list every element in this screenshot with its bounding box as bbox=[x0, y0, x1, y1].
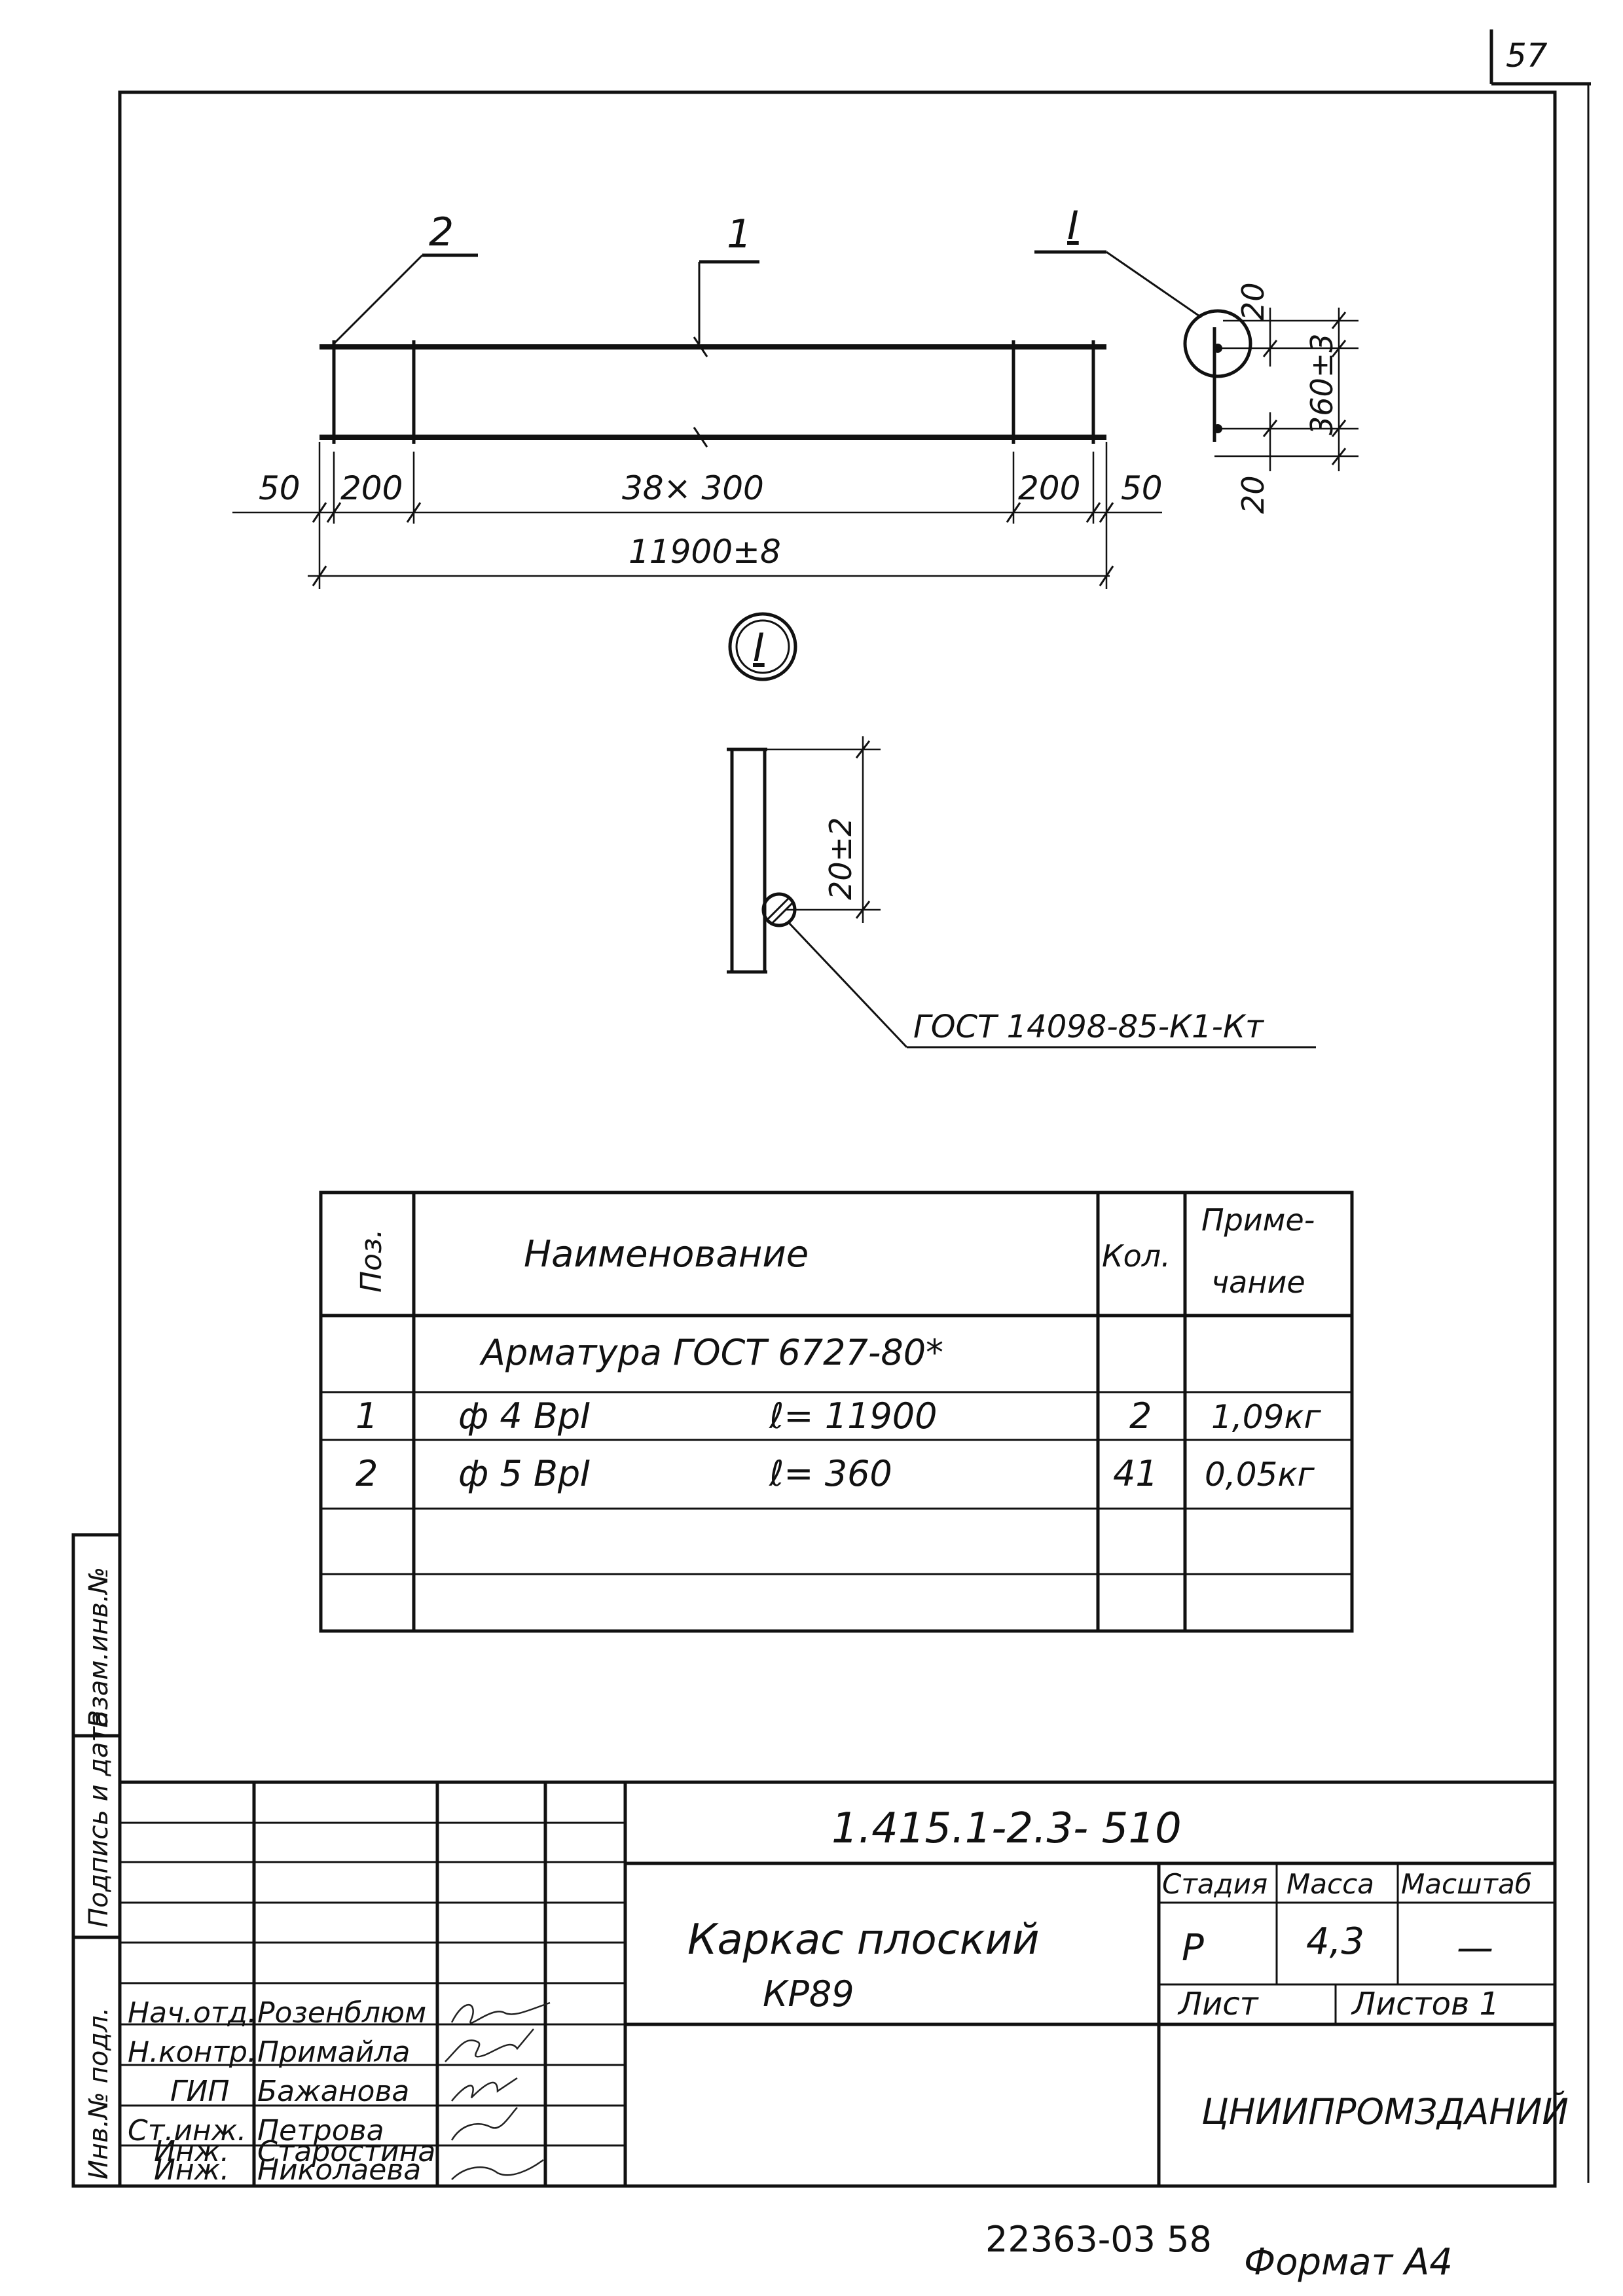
dim-section-bottom: 20 bbox=[1235, 475, 1271, 514]
doc-code: 1.415.1-2.3- 510 bbox=[831, 1804, 1182, 1853]
row-2-note: 0,05кг bbox=[1205, 1456, 1315, 1494]
staff-role-1: Нач.отд. bbox=[128, 1996, 257, 2030]
header-note-2: чание bbox=[1211, 1265, 1305, 1300]
spec-table: Поз. Наименование Кол. Приме- чание Арма… bbox=[319, 1191, 1354, 1633]
stage-header: Стадия bbox=[1162, 1868, 1267, 1900]
staff-role-5-text: Инж. bbox=[154, 2135, 229, 2168]
callout-position-2: 2 bbox=[333, 209, 478, 345]
callout-1-label: 1 bbox=[727, 211, 752, 257]
detail-label: I bbox=[753, 625, 765, 671]
scale-value: — bbox=[1457, 1927, 1493, 1969]
header-qty: Кол. bbox=[1102, 1238, 1171, 1274]
staff-role-3: ГИП bbox=[170, 2075, 230, 2108]
side-stamp-signature-date: Подпись и дата bbox=[84, 1711, 114, 1928]
callout-2-label: 2 bbox=[429, 209, 454, 255]
side-stamp-replacement: Взам.инв.№ bbox=[84, 1567, 114, 1728]
callout-position-1: 1 bbox=[698, 211, 759, 344]
row-2-length: ℓ= 360 bbox=[769, 1453, 892, 1494]
dim-section-height: 360±3 bbox=[1304, 333, 1340, 435]
staff-name-1: Розенблюм bbox=[257, 1996, 426, 2030]
scale-header: Масштаб bbox=[1401, 1868, 1532, 1900]
staff-role-2: Н.контр. bbox=[128, 2036, 257, 2069]
dim-left-space: 200 bbox=[340, 469, 403, 507]
weld-spec: ГОСТ 14098-85-К1-Кт bbox=[913, 1009, 1265, 1045]
detail-dim: 20±2 bbox=[823, 817, 858, 900]
row-2-pos: 2 bbox=[356, 1453, 378, 1494]
row-2-name: ф 5 ВрI bbox=[458, 1453, 591, 1494]
sheets-label: Листов 1 bbox=[1351, 1986, 1499, 2022]
dimension-chain: 50 200 38× 300 200 50 11900±8 bbox=[232, 442, 1163, 589]
mass-value: 4,3 bbox=[1306, 1920, 1364, 1963]
side-stamp: Инв.№ подл. Подпись и дата Взам.инв.№ bbox=[71, 1533, 122, 2188]
row-2-qty: 41 bbox=[1113, 1453, 1158, 1494]
header-note-1: Приме- bbox=[1201, 1202, 1315, 1238]
section-view: 20 360±3 20 bbox=[1183, 282, 1359, 514]
title-line-1: Каркас плоский bbox=[687, 1916, 1040, 1964]
title-block: 1.415.1-2.3- 510 Каркас плоский КР89 Ста… bbox=[120, 1780, 1569, 2187]
signature-1 bbox=[450, 2001, 551, 2024]
staff-role-4: Ст.инж. bbox=[128, 2114, 246, 2147]
staff-name-2: Примайла bbox=[257, 2036, 410, 2069]
header-pos: Поз. bbox=[355, 1229, 388, 1293]
stage-value: Р bbox=[1182, 1927, 1204, 1969]
side-stamp-inventory: Инв.№ подл. bbox=[84, 2007, 114, 2179]
dim-total: 11900±8 bbox=[629, 533, 781, 571]
staff-name-6: Николаева bbox=[257, 2153, 421, 2187]
signature-5 bbox=[451, 2159, 544, 2180]
header-name: Наименование bbox=[524, 1233, 809, 1276]
mass-header: Масса bbox=[1286, 1868, 1374, 1900]
row-1-length: ℓ= 11900 bbox=[769, 1395, 938, 1437]
group-row: Арматура ГОСТ 6727-80* bbox=[479, 1332, 943, 1373]
sheet-label: Лист bbox=[1177, 1986, 1260, 2022]
page-number: 57 bbox=[1506, 37, 1548, 75]
organization: ЦНИИПРОМЗДАНИЙ bbox=[1201, 2091, 1569, 2132]
signature-3 bbox=[451, 2077, 518, 2102]
sheet-frame bbox=[118, 84, 1590, 2188]
dim-left-end: 50 bbox=[259, 469, 301, 507]
archive-number: 22363-03 58 bbox=[985, 2219, 1212, 2260]
signature-2 bbox=[445, 2028, 534, 2062]
dim-right-end: 50 bbox=[1121, 469, 1163, 507]
row-1-qty: 2 bbox=[1129, 1395, 1152, 1437]
callout-node-label: I bbox=[1067, 203, 1079, 249]
dim-middle: 38× 300 bbox=[622, 469, 764, 507]
callout-node-I: I bbox=[1034, 203, 1202, 319]
row-1-name: ф 4 ВрI bbox=[458, 1395, 591, 1437]
staff-role-6: Инж. bbox=[154, 2153, 229, 2187]
signature-4 bbox=[450, 2107, 518, 2141]
staff-name-4: Петрова bbox=[257, 2114, 384, 2147]
detail-I: I 20±2 ГОСТ 14098-85-К1-Кт bbox=[727, 612, 1316, 1049]
staff-name-5: Старостина bbox=[257, 2135, 435, 2168]
row-1-note: 1,09кг bbox=[1211, 1398, 1322, 1436]
title-line-2: КР89 bbox=[763, 1973, 854, 2015]
format-label: Формат А4 bbox=[1244, 2241, 1453, 2284]
staff-row-5: Инж. Старостина bbox=[154, 2135, 435, 2168]
row-1-pos: 1 bbox=[356, 1395, 378, 1437]
page-number-box: 57 bbox=[1489, 29, 1591, 86]
staff-name-3: Бажанова bbox=[257, 2075, 409, 2108]
frame-elevation bbox=[319, 336, 1106, 448]
dim-section-top: 20 bbox=[1235, 282, 1271, 321]
dim-right-space: 200 bbox=[1018, 469, 1080, 507]
